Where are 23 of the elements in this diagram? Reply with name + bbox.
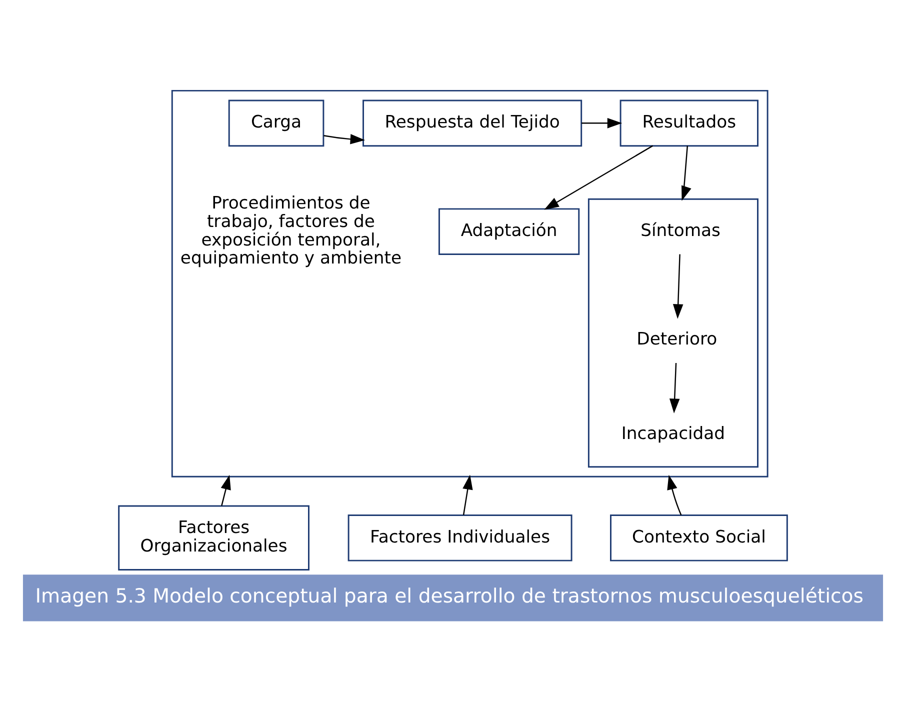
cluster: [588, 198, 758, 468]
node-box: Factores Organizacionales: [118, 504, 310, 570]
node-text: Deterioro: [636, 329, 718, 350]
arrow: [669, 362, 680, 413]
arrow: [682, 145, 692, 200]
node-box: Contexto Social: [610, 514, 788, 561]
arrow: [324, 134, 366, 144]
node-text: Síntomas: [640, 220, 721, 241]
node-box: Adaptación: [438, 208, 580, 254]
node-box: Resultados: [620, 99, 758, 146]
caption: Imagen 5.3 Modelo conceptual para el desarrollo de trastornos musculoesqueléticos: [35, 584, 864, 608]
node-text: Incapacidad: [621, 423, 726, 444]
arrow: [544, 144, 654, 210]
arrow: [667, 474, 682, 515]
arrow: [672, 254, 684, 318]
node-box: Carga: [228, 99, 324, 146]
cluster: [171, 89, 768, 477]
label: Procedimientos de trabajo, factores de exposición temporal, equipamiento y ambiente: [180, 193, 402, 268]
node-box: Factores Individuales: [348, 514, 572, 561]
arrow: [582, 118, 622, 128]
arrow: [220, 474, 231, 506]
arrow: [462, 474, 473, 515]
node-box: Respuesta del Tejido: [362, 99, 582, 146]
